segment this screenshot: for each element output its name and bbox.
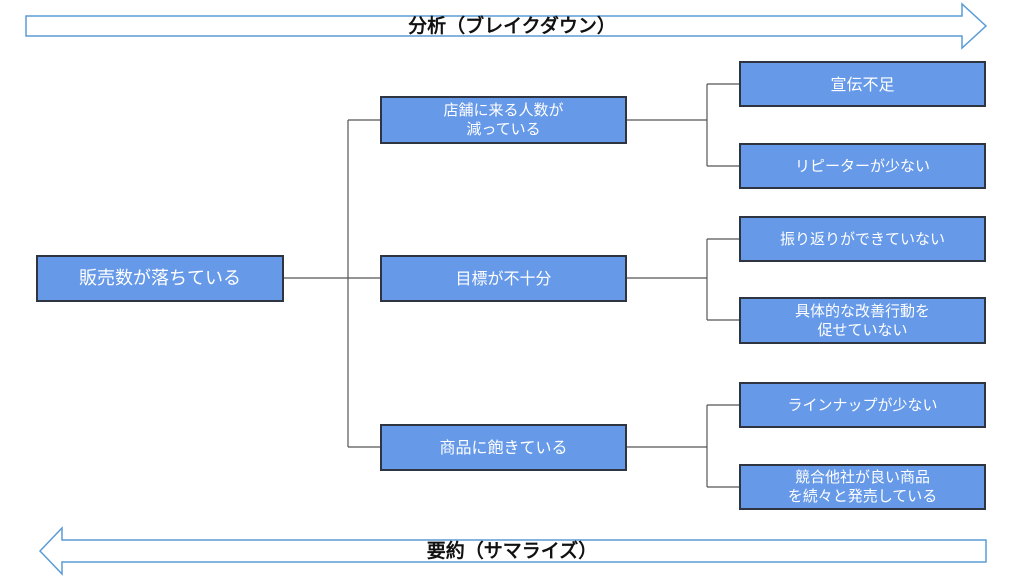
summarize-arrow	[38, 526, 987, 576]
subcause-node-1-1: 宣伝不足	[739, 61, 986, 107]
subcause-node-2-2: 具体的な改善行動を 促せていない	[739, 297, 986, 344]
connectors	[284, 83, 739, 488]
subcause-node-2-1: 振り返りができていない	[739, 216, 986, 262]
subcause-node-1-2: リピーターが少ない	[739, 143, 986, 189]
cause-node-goals: 目標が不十分	[380, 255, 627, 302]
summarize-banner-label: 要約（サマライズ）	[426, 540, 598, 562]
breakdown-banner-label: 分析（ブレイクダウン）	[408, 15, 616, 37]
cause-node-products: 商品に飽きている	[380, 424, 627, 471]
breakdown-arrow	[25, 2, 988, 50]
root-node: 販売数が落ちている	[36, 255, 284, 302]
subcause-node-3-1: ラインナップが少ない	[739, 382, 986, 428]
cause-node-visitors: 店舗に来る人数が 減っている	[380, 96, 627, 144]
subcause-node-3-2: 競合他社が良い商品 を続々と発売している	[739, 464, 986, 510]
